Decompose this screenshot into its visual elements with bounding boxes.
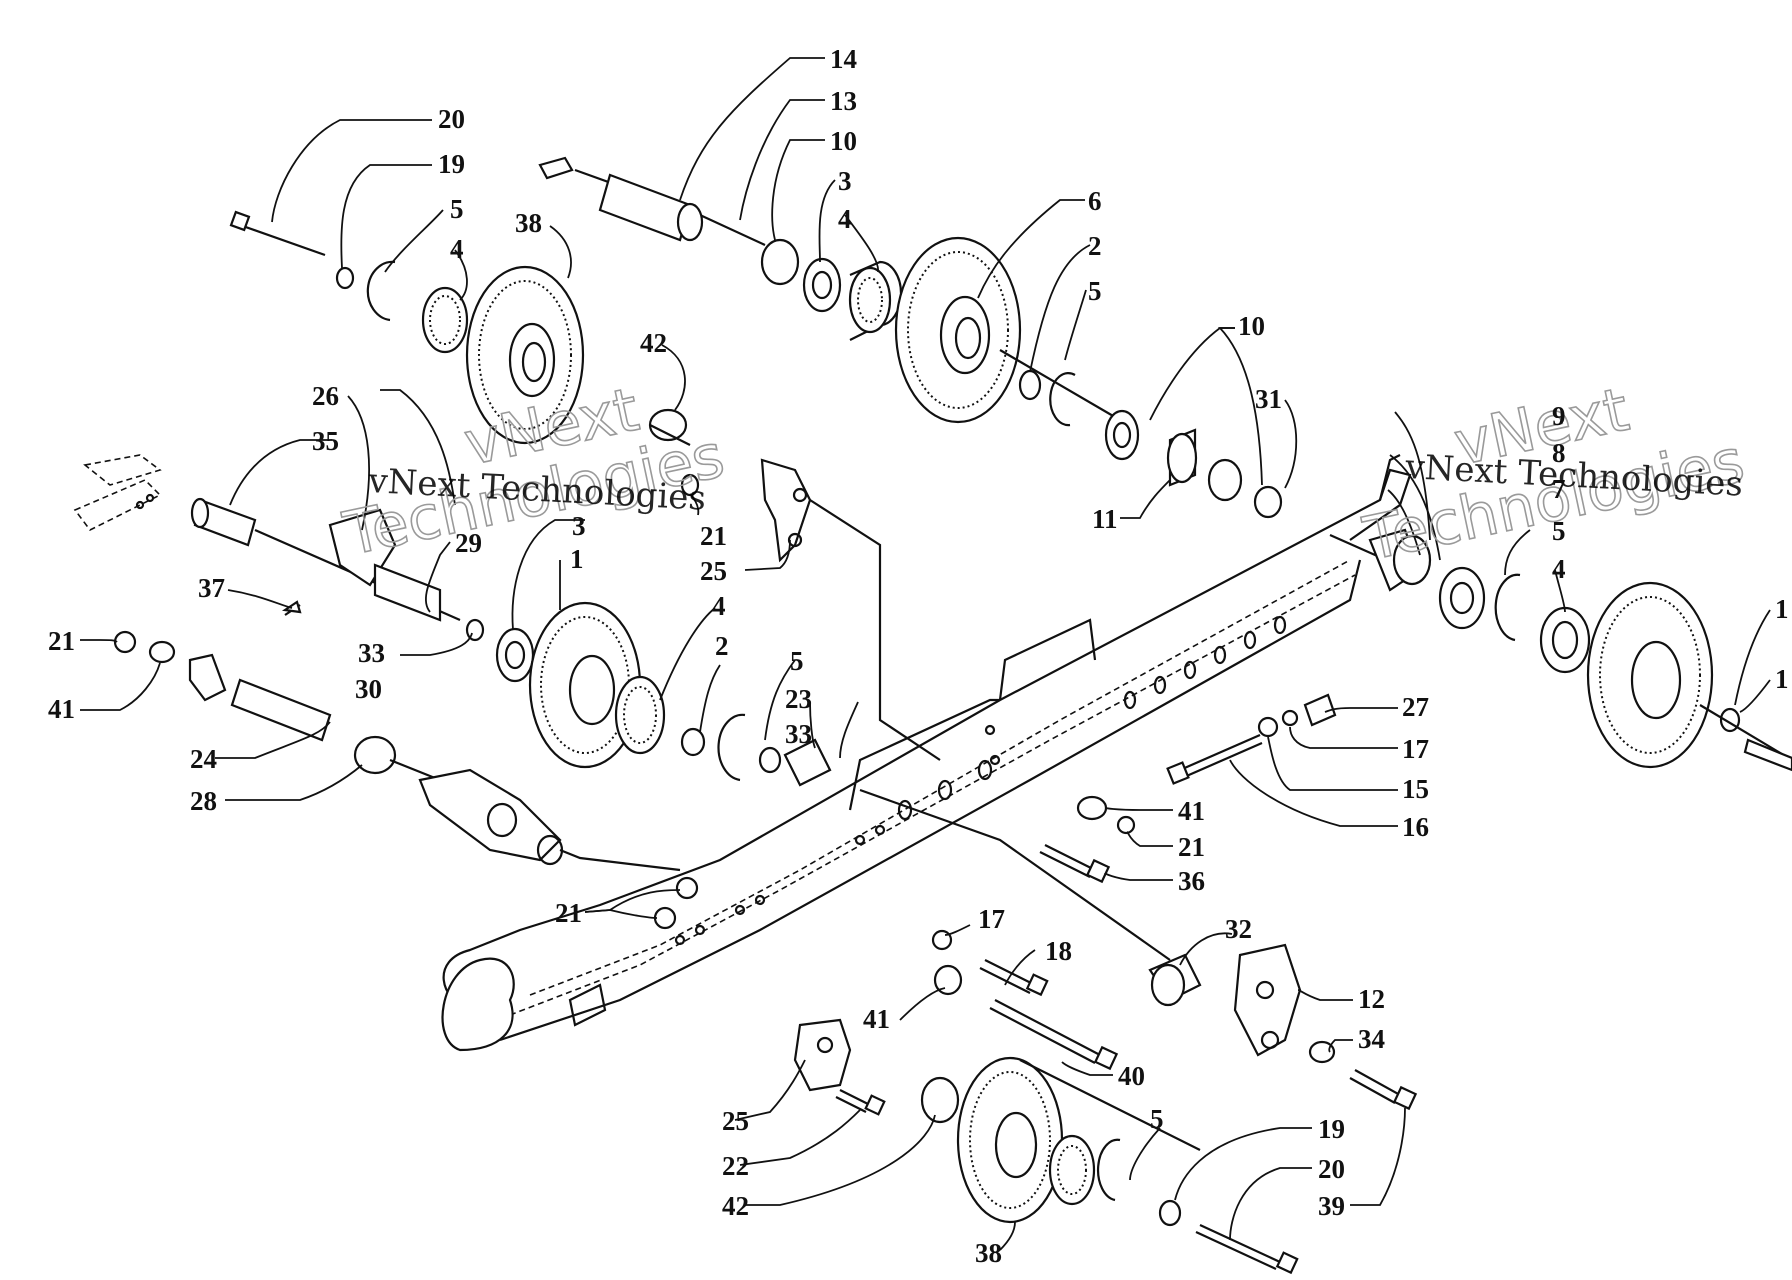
callout-3: 3 xyxy=(838,166,852,196)
callout-7: 7 xyxy=(1552,474,1566,504)
center-arm-bracket xyxy=(648,408,941,761)
callout-20: 20 xyxy=(1318,1154,1345,1184)
callout-19: 19 xyxy=(438,149,465,179)
callout-17: 17 xyxy=(978,904,1005,934)
callout-2: 2 xyxy=(715,631,729,661)
callout-10: 10 xyxy=(1238,311,1265,341)
callout-24: 24 xyxy=(190,744,217,774)
callout-21: 21 xyxy=(1178,832,1205,862)
callout-5: 5 xyxy=(1552,516,1566,546)
upper-right-idler-wheel xyxy=(894,236,1283,519)
slide-rail-frame xyxy=(441,454,1412,1052)
callout-41: 41 xyxy=(48,694,75,724)
callout-4: 4 xyxy=(838,204,852,234)
callout-2: 2 xyxy=(1088,231,1102,261)
callout-1: 1 xyxy=(1775,664,1789,694)
callout-5: 5 xyxy=(1150,1104,1164,1134)
callout-37: 37 xyxy=(198,573,225,603)
callout-12: 12 xyxy=(1358,984,1385,1014)
callout-3: 3 xyxy=(572,511,586,541)
callout-25: 25 xyxy=(700,556,727,586)
callout-16: 16 xyxy=(1402,812,1429,842)
callout-4: 4 xyxy=(450,234,464,264)
callout-34: 34 xyxy=(1358,1024,1385,1054)
callout-33: 33 xyxy=(785,719,812,749)
callout-32: 32 xyxy=(1225,914,1252,944)
callout-33: 33 xyxy=(358,638,385,668)
callout-20: 20 xyxy=(438,104,465,134)
callout-4: 4 xyxy=(712,591,726,621)
callout-21: 21 xyxy=(700,521,727,551)
callout-21: 21 xyxy=(555,898,582,928)
callout-31: 31 xyxy=(1255,384,1282,414)
callout-5: 5 xyxy=(450,194,464,224)
callout-36: 36 xyxy=(1178,866,1205,896)
callout-4: 4 xyxy=(1552,554,1566,584)
callout-30: 30 xyxy=(355,674,382,704)
callout-28: 28 xyxy=(190,786,217,816)
callout-27: 27 xyxy=(1402,692,1429,722)
leader-lines xyxy=(80,57,1771,1251)
callout-26: 26 xyxy=(312,381,339,411)
bottom-idler-wheel xyxy=(793,1018,1299,1275)
upper-shaft-assembly xyxy=(538,156,903,341)
callout-38: 38 xyxy=(515,208,542,238)
center-bolt-set xyxy=(859,788,1171,961)
callout-1: 1 xyxy=(1775,594,1789,624)
rear-idler-wheel xyxy=(1329,528,1792,772)
callout-labels: 20 19 5 4 38 14 13 10 3 4 6 2 5 10 31 11… xyxy=(48,44,1789,1268)
front-arm-links xyxy=(113,630,699,930)
callout-38: 38 xyxy=(975,1238,1002,1268)
callout-11: 11 xyxy=(1092,504,1118,534)
callout-42: 42 xyxy=(722,1191,749,1221)
lower-bolt-set xyxy=(931,929,1119,1071)
callout-8: 8 xyxy=(1552,438,1566,468)
rear-bolt-set xyxy=(1166,693,1337,785)
upper-left-idler-wheel xyxy=(229,210,585,445)
callout-39: 39 xyxy=(1318,1191,1345,1221)
callout-21: 21 xyxy=(48,626,75,656)
watermark: Technologies vNext vNext Technologies Te… xyxy=(337,374,1751,576)
callout-19: 19 xyxy=(1318,1114,1345,1144)
callout-5: 5 xyxy=(790,646,804,676)
callout-40: 40 xyxy=(1118,1061,1145,1091)
callout-41: 41 xyxy=(863,1004,890,1034)
callout-35: 35 xyxy=(312,426,339,456)
callout-17: 17 xyxy=(1402,734,1429,764)
rail-tip-sketch xyxy=(73,454,162,532)
callout-29: 29 xyxy=(455,528,482,558)
callout-5: 5 xyxy=(1088,276,1102,306)
callout-42: 42 xyxy=(640,328,667,358)
callout-22: 22 xyxy=(722,1151,749,1181)
callout-13: 13 xyxy=(830,86,857,116)
callout-9: 9 xyxy=(1552,401,1566,431)
callout-23: 23 xyxy=(785,684,812,714)
callout-6: 6 xyxy=(1088,186,1102,216)
callout-1: 1 xyxy=(570,544,584,574)
front-arm-axle xyxy=(190,497,485,642)
callout-18: 18 xyxy=(1045,936,1072,966)
callout-41: 41 xyxy=(1178,796,1205,826)
callout-25: 25 xyxy=(722,1106,749,1136)
callout-10: 10 xyxy=(830,126,857,156)
middle-idler-wheel xyxy=(495,601,832,787)
rear-clamp xyxy=(1148,943,1418,1111)
callout-15: 15 xyxy=(1402,774,1429,804)
callout-14: 14 xyxy=(830,44,857,74)
